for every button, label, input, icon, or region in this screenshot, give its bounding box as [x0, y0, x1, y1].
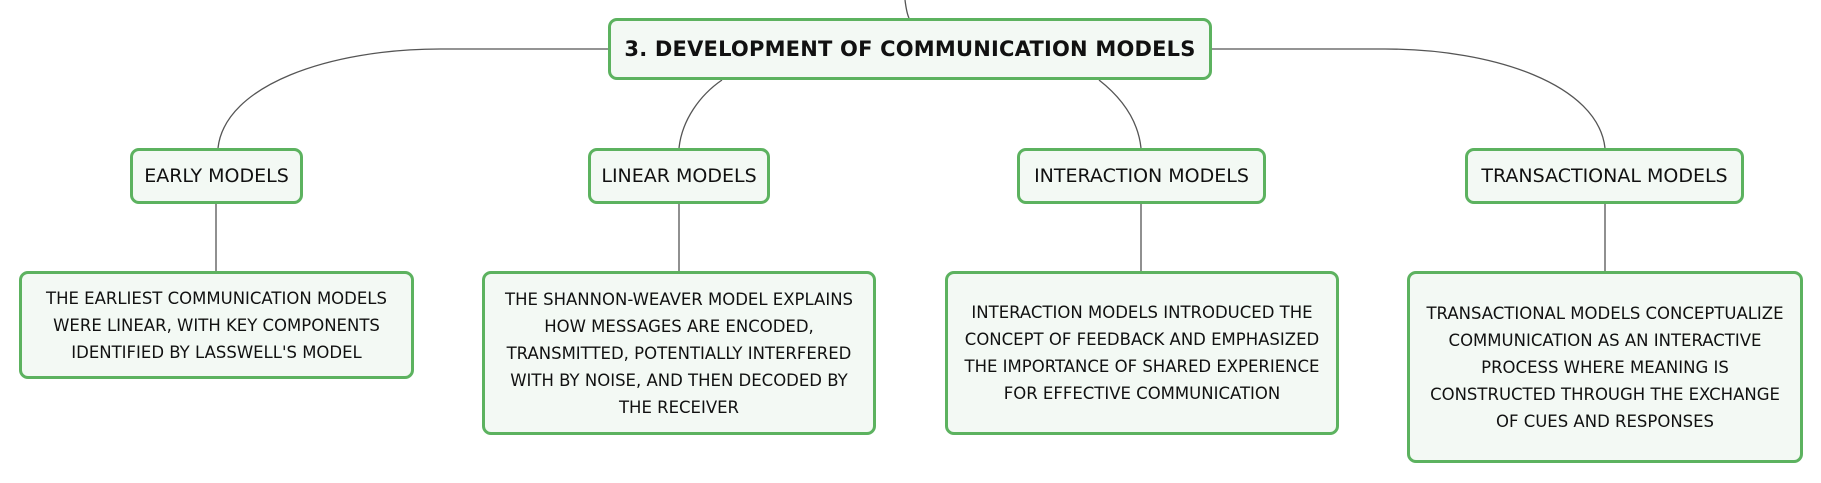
node-linear-models[interactable]: LINEAR MODELS [588, 148, 770, 204]
detail-transactional-models[interactable]: TRANSACTIONAL MODELS CONCEPTUALIZE COMMU… [1407, 271, 1803, 463]
detail-early-models[interactable]: THE EARLIEST COMMUNICATION MODELS WERE L… [19, 271, 414, 379]
detail-linear-models-text: THE SHANNON-WEAVER MODEL EXPLAINS HOW ME… [504, 289, 854, 417]
detail-interaction-models-text: INTERACTION MODELS INTRODUCED THE CONCEP… [964, 303, 1320, 403]
node-linear-models-label: LINEAR MODELS [601, 165, 757, 187]
node-early-models[interactable]: EARLY MODELS [130, 148, 303, 204]
detail-transactional-models-text: TRANSACTIONAL MODELS CONCEPTUALIZE COMMU… [1426, 303, 1784, 431]
node-transactional-models[interactable]: TRANSACTIONAL MODELS [1465, 148, 1744, 204]
root-node[interactable]: 3. DEVELOPMENT OF COMMUNICATION MODELS [608, 18, 1212, 80]
detail-interaction-models[interactable]: INTERACTION MODELS INTRODUCED THE CONCEP… [945, 271, 1339, 435]
node-transactional-models-label: TRANSACTIONAL MODELS [1481, 165, 1728, 187]
connector-root-to-transactional [1212, 48, 1606, 149]
detail-linear-models[interactable]: THE SHANNON-WEAVER MODEL EXPLAINS HOW ME… [482, 271, 876, 435]
node-interaction-models[interactable]: INTERACTION MODELS [1017, 148, 1266, 204]
connector-root-to-early [217, 48, 608, 149]
node-early-models-label: EARLY MODELS [144, 165, 289, 187]
root-node-label: 3. DEVELOPMENT OF COMMUNICATION MODELS [624, 37, 1196, 61]
connector-root-to-linear [678, 79, 723, 149]
detail-early-models-text: THE EARLIEST COMMUNICATION MODELS WERE L… [46, 288, 387, 362]
connector-parent-to-root [904, 0, 910, 19]
node-interaction-models-label: INTERACTION MODELS [1034, 165, 1249, 187]
connector-root-to-interaction [1098, 79, 1142, 149]
